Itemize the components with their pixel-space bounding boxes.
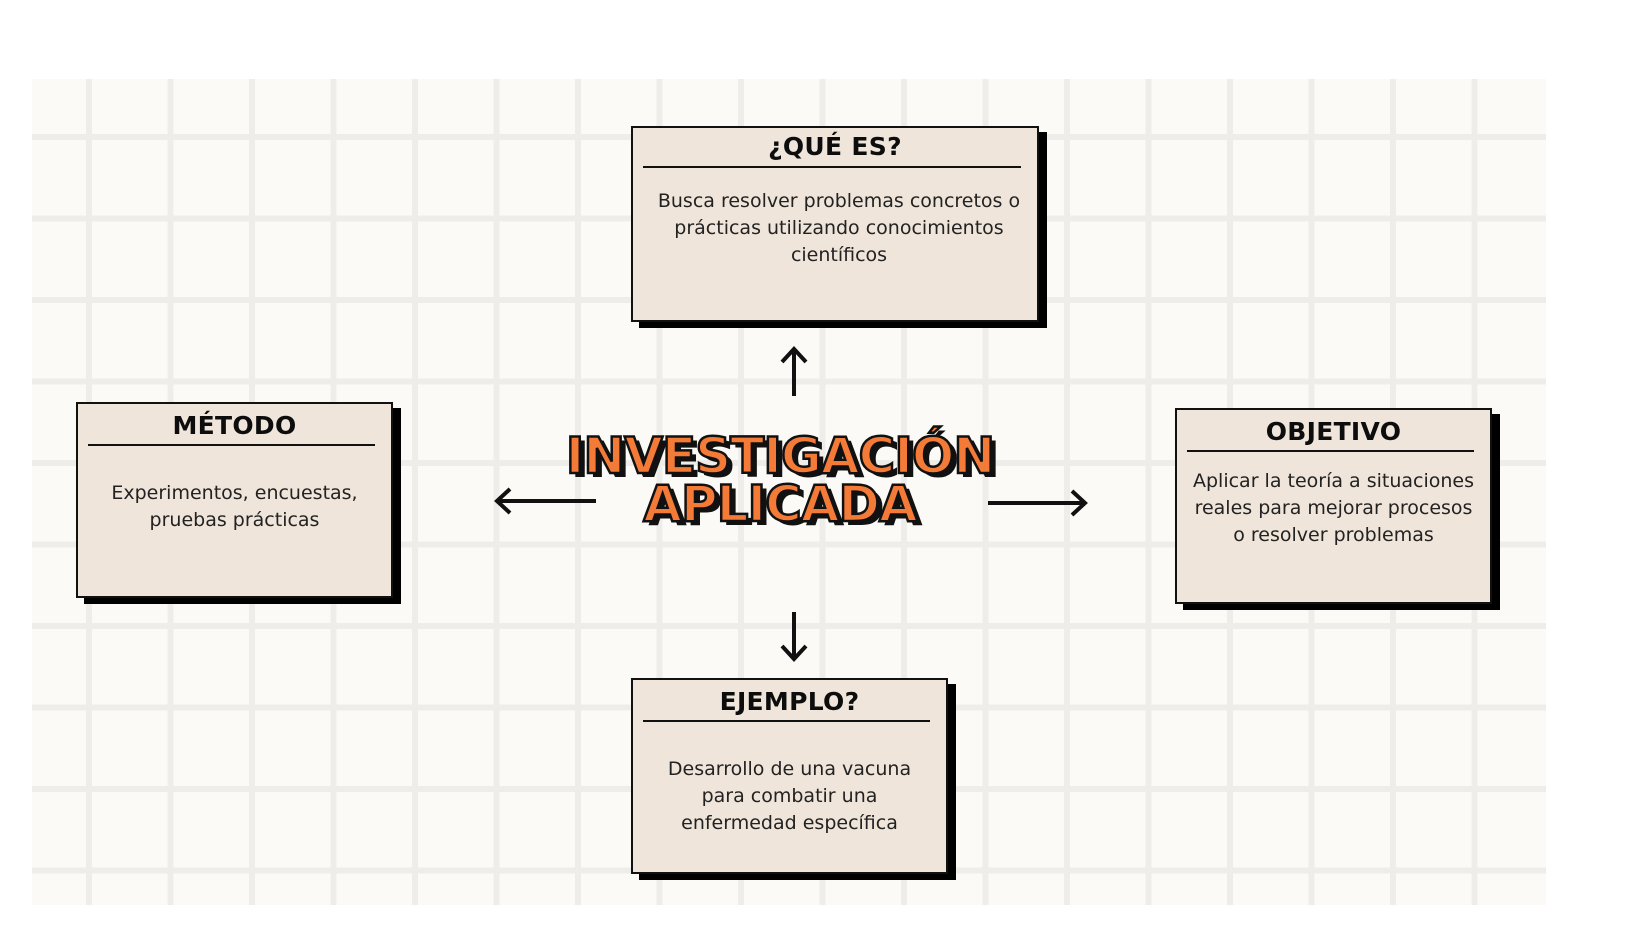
- metodo-divider: [88, 444, 375, 446]
- up-arrow: [780, 346, 808, 396]
- down-arrow: [780, 612, 808, 662]
- center-title-line1: INVESTIGACIÓN: [565, 427, 997, 485]
- ejemplo-title: EJEMPLO?: [719, 687, 860, 716]
- center-title: INVESTIGACIÓN APLICADA: [540, 427, 1020, 533]
- metodo-body: Experimentos, encuestas, pruebas práctic…: [111, 482, 358, 531]
- left-arrow: [494, 487, 596, 515]
- objetivo-divider: [1187, 450, 1474, 452]
- center-title-line2: APLICADA: [642, 475, 919, 533]
- ejemplo-divider: [643, 720, 930, 722]
- que-es-divider: [643, 166, 1021, 168]
- que-es-title: ¿QUÉ ES?: [768, 132, 902, 161]
- que-es-body: Busca resolver problemas concretos o prá…: [657, 190, 1021, 266]
- metodo-title: MÉTODO: [172, 411, 297, 440]
- metodo-box: MÉTODO Experimentos, encuestas, pruebas …: [76, 402, 393, 598]
- right-arrow: [988, 489, 1088, 517]
- ejemplo-box: EJEMPLO? Desarrollo de una vacuna para c…: [631, 678, 948, 874]
- objetivo-title: OBJETIVO: [1265, 417, 1402, 446]
- ejemplo-body: Desarrollo de una vacuna para combatir u…: [667, 758, 912, 834]
- objetivo-body: Aplicar la teoría a situaciones reales p…: [1192, 470, 1475, 546]
- objetivo-box: OBJETIVO Aplicar la teoría a situaciones…: [1175, 408, 1492, 604]
- que-es-box: ¿QUÉ ES? Busca resolver problemas concre…: [631, 126, 1039, 322]
